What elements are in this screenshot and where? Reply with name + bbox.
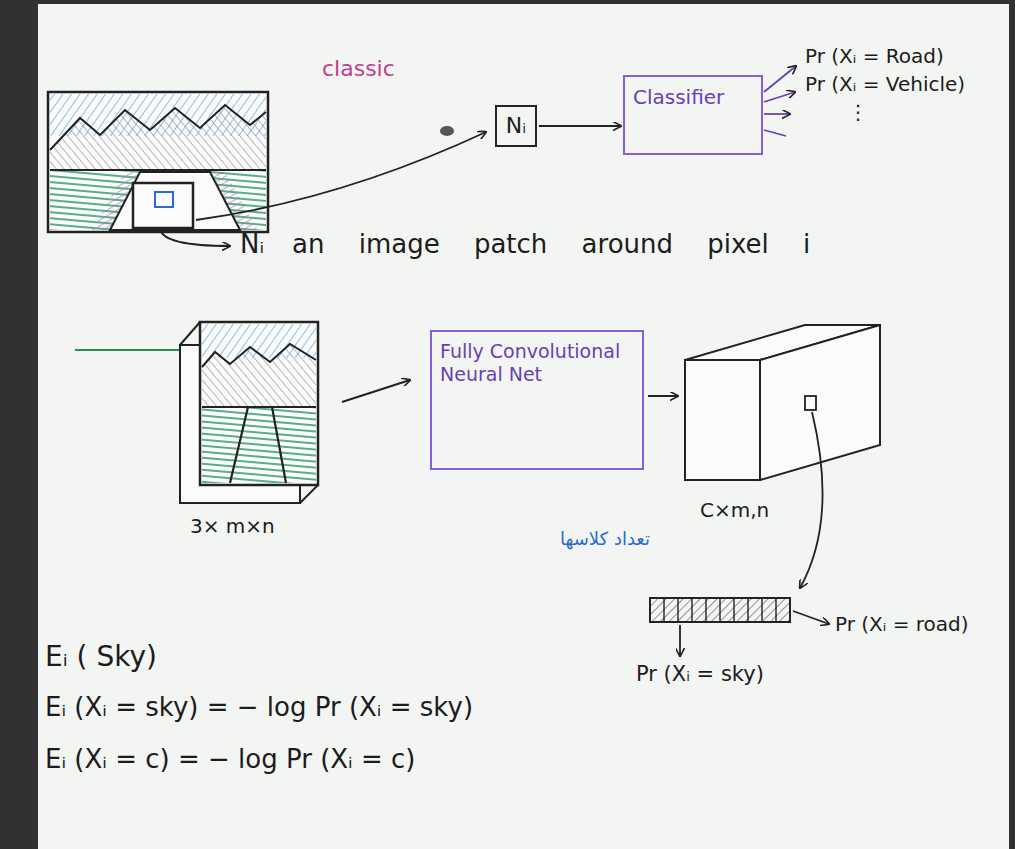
output-label: Pr (Xᵢ = sky) xyxy=(636,662,764,687)
output-arrow xyxy=(764,130,786,136)
cuboid-front xyxy=(685,360,760,480)
image-frame xyxy=(48,92,268,232)
dark-margin xyxy=(1009,0,1015,849)
node-text: Fully Convolutional Neural Net xyxy=(440,340,634,386)
stack-edge xyxy=(300,485,318,503)
image-frame xyxy=(200,322,318,485)
ellipsis-label: ⋮ xyxy=(848,100,868,124)
output-label: Pr (Xᵢ = Vehicle) xyxy=(805,72,965,96)
process-box: Fully Convolutional Neural Net xyxy=(430,330,644,470)
vector-strip xyxy=(650,598,790,622)
horizon-line xyxy=(50,169,266,171)
vector-cells xyxy=(664,598,776,622)
note-label: تعداد کلاسها xyxy=(560,528,650,550)
horizon-line xyxy=(202,406,316,408)
grass-hatch xyxy=(202,407,316,483)
output-arrow xyxy=(764,92,795,102)
node-text: Classifier xyxy=(633,85,724,109)
dimension-label: 3× m×n xyxy=(190,514,275,538)
flow-arrow xyxy=(342,380,410,402)
stack-edge xyxy=(180,322,200,345)
equation-label: Eᵢ (Xᵢ = c) = − log Pr (Xᵢ = c) xyxy=(45,744,416,775)
output-label: Pr (Xᵢ = road) xyxy=(835,612,969,636)
scribble xyxy=(440,126,454,136)
equation-label: Eᵢ ( Sky) xyxy=(45,640,157,674)
front-image xyxy=(200,322,318,485)
road xyxy=(110,172,240,230)
patch-square xyxy=(133,183,193,228)
patch-box: Nᵢ xyxy=(495,105,537,147)
scene-image xyxy=(48,92,268,232)
leader-arrow xyxy=(793,611,829,624)
leader-arrow xyxy=(679,625,681,656)
mountain-outline xyxy=(202,344,316,367)
flow-arrow xyxy=(648,395,678,397)
equation-label: Eᵢ (Xᵢ = sky) = − log Pr (Xᵢ = sky) xyxy=(45,692,473,723)
flow-arrow xyxy=(539,125,621,127)
pixel-cell xyxy=(805,396,816,410)
definition-label: an image patch around pixel i xyxy=(292,229,810,260)
dark-margin xyxy=(0,0,38,849)
leader-arrow xyxy=(160,229,230,246)
pixel-arrow xyxy=(800,412,823,588)
output-arrow xyxy=(764,66,796,92)
note-label: classic xyxy=(322,56,395,82)
probability-vector xyxy=(650,598,790,622)
output-arrow xyxy=(764,113,790,115)
mountain-hatch xyxy=(50,105,266,170)
process-box: Classifier xyxy=(623,75,763,155)
mountain-outline xyxy=(50,105,266,150)
road-edge xyxy=(230,407,248,483)
input-image-stack xyxy=(180,322,318,503)
output-volume xyxy=(685,325,880,480)
pixel-square xyxy=(155,192,173,207)
mountain-hatch xyxy=(202,344,316,407)
dark-margin xyxy=(0,0,1015,4)
dimension-label: C×m,n xyxy=(700,498,769,522)
output-label: Pr (Xᵢ = Road) xyxy=(805,44,944,68)
grass-hatch xyxy=(50,170,266,230)
road-edge xyxy=(272,407,286,483)
symbol-label: Nᵢ xyxy=(240,229,264,260)
patch-arrow xyxy=(196,132,486,220)
node-text: Nᵢ xyxy=(506,113,526,139)
